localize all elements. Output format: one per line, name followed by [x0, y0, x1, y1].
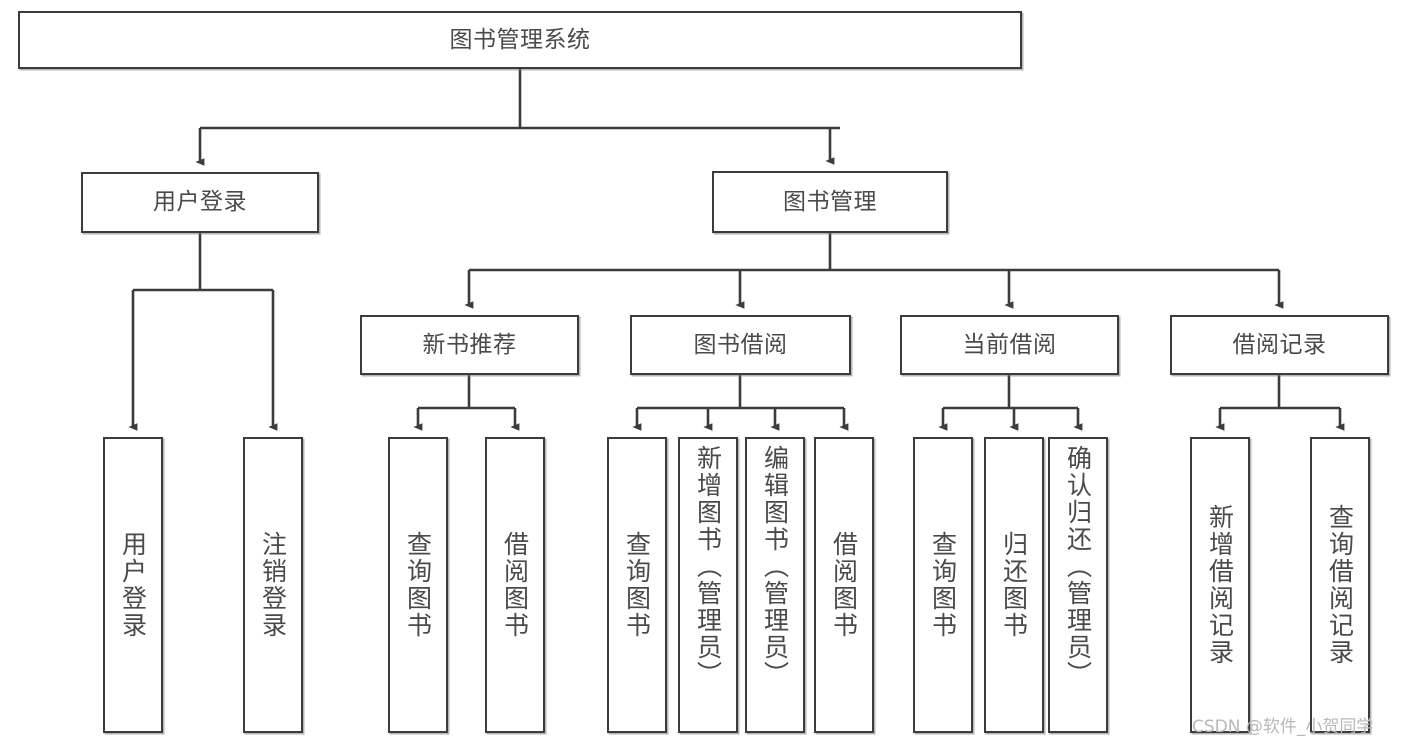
leaf-add-book-admin[interactable]: 新增图书（管理员） — [678, 437, 738, 733]
leaf-confirm-return-admin[interactable]: 确认归还（管理员） — [1048, 437, 1108, 733]
leaf-borrow-books-label: 借阅图书 — [829, 531, 859, 639]
node-user-login[interactable]: 用户登录 — [81, 172, 319, 233]
leaf-query-books-borrow-label: 查询图书 — [622, 531, 652, 639]
leaf-query-books-recommend-label: 查询图书 — [403, 531, 433, 639]
node-current-borrow-label: 当前借阅 — [962, 331, 1057, 358]
leaf-borrow-books[interactable]: 借阅图书 — [814, 437, 874, 733]
leaf-borrow-books-recommend[interactable]: 借阅图书 — [485, 437, 545, 733]
leaf-logout-label: 注销登录 — [258, 531, 288, 639]
node-new-book-recommend-label: 新书推荐 — [422, 331, 517, 358]
node-borrow-records[interactable]: 借阅记录 — [1170, 315, 1389, 375]
node-book-borrow[interactable]: 图书借阅 — [630, 315, 851, 375]
leaf-confirm-return-admin-label: 确认归还（管理员） — [1063, 445, 1093, 688]
node-current-borrow[interactable]: 当前借阅 — [900, 315, 1119, 375]
leaf-add-borrow-record-label: 新增借阅记录 — [1205, 504, 1235, 666]
node-book-management-label: 图书管理 — [783, 188, 877, 215]
leaf-query-books-current-label: 查询图书 — [928, 531, 958, 639]
leaf-return-books[interactable]: 归还图书 — [984, 437, 1044, 733]
leaf-query-books-borrow[interactable]: 查询图书 — [607, 437, 667, 733]
node-new-book-recommend[interactable]: 新书推荐 — [360, 315, 579, 375]
leaf-edit-book-admin-label: 编辑图书（管理员） — [760, 445, 790, 688]
leaf-borrow-books-recommend-label: 借阅图书 — [500, 531, 530, 639]
leaf-edit-book-admin[interactable]: 编辑图书（管理员） — [745, 437, 805, 733]
node-book-management[interactable]: 图书管理 — [712, 171, 948, 233]
leaf-add-book-admin-label: 新增图书（管理员） — [693, 445, 723, 688]
node-user-login-label: 用户登录 — [153, 189, 247, 215]
leaf-return-books-label: 归还图书 — [999, 531, 1029, 639]
leaf-query-books-current[interactable]: 查询图书 — [913, 437, 973, 733]
leaf-user-login[interactable]: 用户登录 — [103, 437, 163, 733]
leaf-query-borrow-record[interactable]: 查询借阅记录 — [1310, 437, 1370, 733]
leaf-query-borrow-record-label: 查询借阅记录 — [1325, 504, 1355, 666]
leaf-query-books-recommend[interactable]: 查询图书 — [388, 437, 448, 733]
node-root-label: 图书管理系统 — [449, 26, 591, 53]
leaf-logout[interactable]: 注销登录 — [243, 437, 303, 733]
node-borrow-records-label: 借阅记录 — [1232, 331, 1327, 358]
node-root[interactable]: 图书管理系统 — [18, 11, 1022, 69]
leaf-add-borrow-record[interactable]: 新增借阅记录 — [1190, 437, 1250, 733]
node-book-borrow-label: 图书借阅 — [693, 331, 788, 358]
leaf-user-login-label: 用户登录 — [118, 531, 148, 639]
